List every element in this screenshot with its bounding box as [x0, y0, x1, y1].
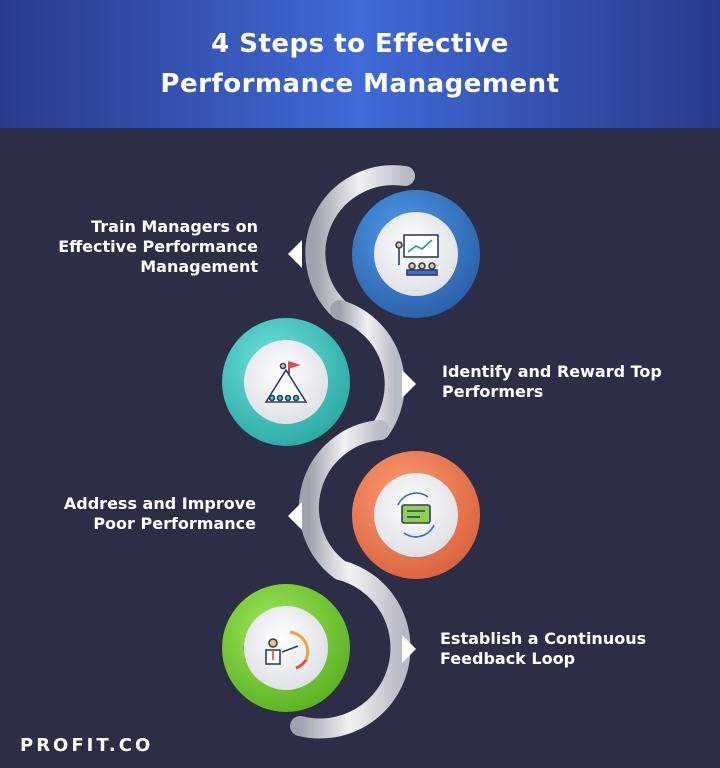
presentation-icon: [395, 234, 439, 276]
step-2-badge: [222, 318, 350, 446]
step-4-badge: [222, 584, 350, 712]
performance-gauge-icon: [265, 630, 310, 670]
feedback-cycle-icon: [397, 492, 435, 538]
title-line-2: Performance Management: [160, 69, 560, 99]
step-1-badge: [352, 190, 480, 318]
header-banner: 4 Steps to Effective Performance Managem…: [0, 0, 720, 128]
step-2-line-1: Identify and Reward Top: [442, 362, 662, 381]
step-3-line-2: Poor Performance: [93, 514, 256, 533]
step-4-arrow: [402, 635, 416, 663]
step-4-line-1: Establish a Continuous: [440, 629, 647, 648]
title-line-1: 4 Steps to Effective: [211, 29, 509, 59]
step-2-arrow: [402, 370, 416, 398]
step-3-line-1: Address and Improve: [63, 494, 256, 513]
step-3-label: Address and Improve Poor Performance: [36, 494, 256, 534]
page-title: 4 Steps to Effective Performance Managem…: [100, 24, 620, 104]
brand-logo: PROFIT.CO: [20, 735, 154, 756]
step-1-line-3: Management: [140, 257, 258, 276]
step-3-arrow: [288, 502, 302, 530]
step-2-label: Identify and Reward Top Performers: [442, 362, 662, 402]
step-1-label: Train Managers on Effective Performance …: [38, 217, 258, 277]
step-4-label: Establish a Continuous Feedback Loop: [440, 629, 660, 669]
step-2-line-2: Performers: [442, 382, 544, 401]
step-1-line-2: Effective Performance: [58, 237, 258, 256]
step-3-badge: [352, 451, 480, 579]
step-4-line-2: Feedback Loop: [440, 649, 576, 668]
spine-ribbon: [290, 165, 415, 739]
step-1-line-1: Train Managers on: [91, 217, 258, 236]
summit-flag-icon: [264, 360, 308, 403]
step-1-arrow: [288, 240, 302, 268]
